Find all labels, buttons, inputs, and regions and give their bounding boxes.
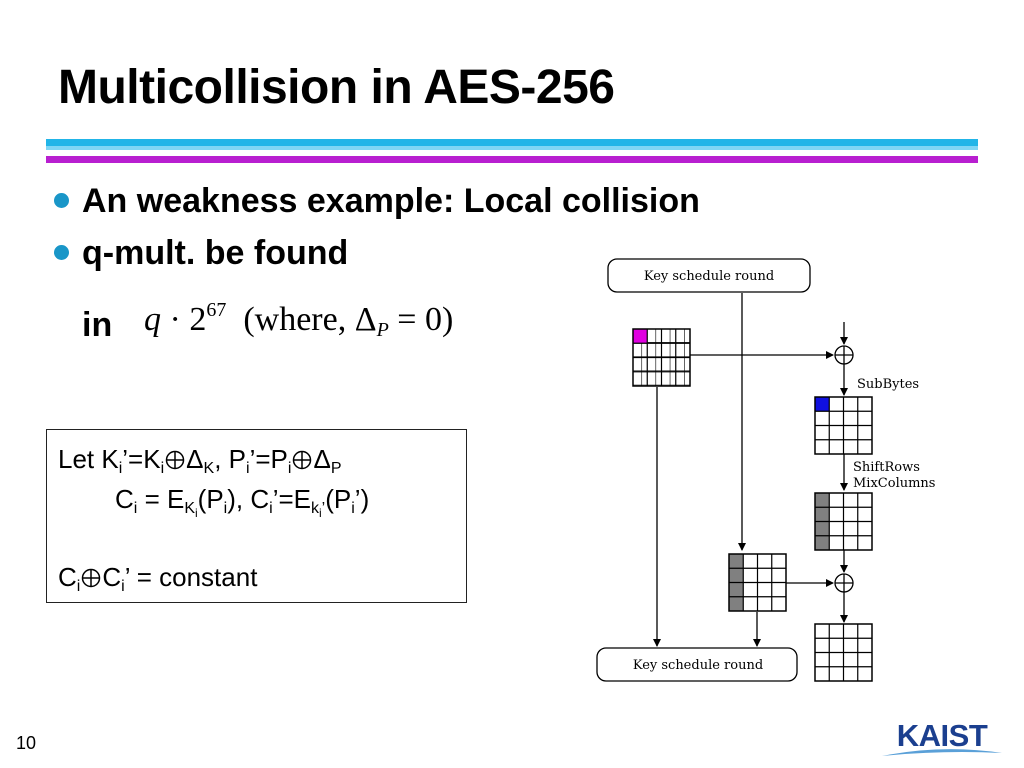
logo-swoosh [882, 749, 1002, 756]
bullet-dot-icon [54, 193, 69, 208]
xor-icon [82, 568, 101, 588]
bullet-text: q-mult. be found [82, 234, 349, 272]
key-schedule-label-bottom: Key schedule round [633, 658, 763, 673]
bullet-text: An weakness example: Local collision [82, 182, 700, 220]
slide-title: Multicollision in AES-256 [58, 61, 615, 114]
xor-icon [165, 450, 185, 470]
formula-exponent: 67 [206, 299, 227, 321]
complexity-line: in q · 267 (where, ΔP = 0) [82, 300, 453, 344]
definition-line-2: Ci = EKi(Pi), Ci’=Eki’(Pi’) [115, 484, 370, 520]
page-number: 10 [16, 733, 37, 753]
complexity-formula: q · 267 (where, ΔP = 0) [144, 300, 453, 340]
key-schedule-box-top [607, 258, 811, 293]
local-collision-diagram: Key schedule round Key schedule round Su… [596, 258, 935, 682]
shiftrows-label: ShiftRows [853, 460, 920, 475]
round-key-grid [728, 553, 787, 612]
state-grid-input [632, 328, 691, 387]
state-grid-output [814, 623, 873, 682]
subbytes-label: SubBytes [857, 377, 919, 392]
formula-q: q [144, 301, 161, 338]
active-byte-cell [633, 329, 648, 344]
xor-node-1 [834, 345, 854, 365]
mixcolumns-label: MixColumns [853, 476, 935, 491]
kaist-logo: KAIST [882, 718, 1002, 756]
bullet-dot-icon [54, 245, 69, 260]
title-rule-cyan [46, 139, 978, 146]
formula-dot: · [169, 301, 181, 338]
title-rule-magenta [46, 156, 978, 163]
formula-prefix: in [82, 306, 113, 344]
key-schedule-label-top: Key schedule round [644, 269, 774, 284]
state-grid-mixcolumns [814, 492, 873, 551]
active-byte-cell [815, 397, 830, 412]
state-grid-subbytes [814, 396, 873, 455]
title-rule-cyan-light [46, 146, 978, 150]
xor-icon [293, 450, 312, 470]
formula-base: 2 [189, 301, 207, 338]
logo-text: KAIST [897, 718, 988, 753]
formula-where: (where, Δ [243, 301, 377, 338]
formula-sub-p: P [376, 319, 389, 341]
formula-tail: = 0) [397, 301, 454, 338]
xor-node-2 [834, 573, 854, 593]
key-schedule-box-bottom [596, 647, 798, 682]
